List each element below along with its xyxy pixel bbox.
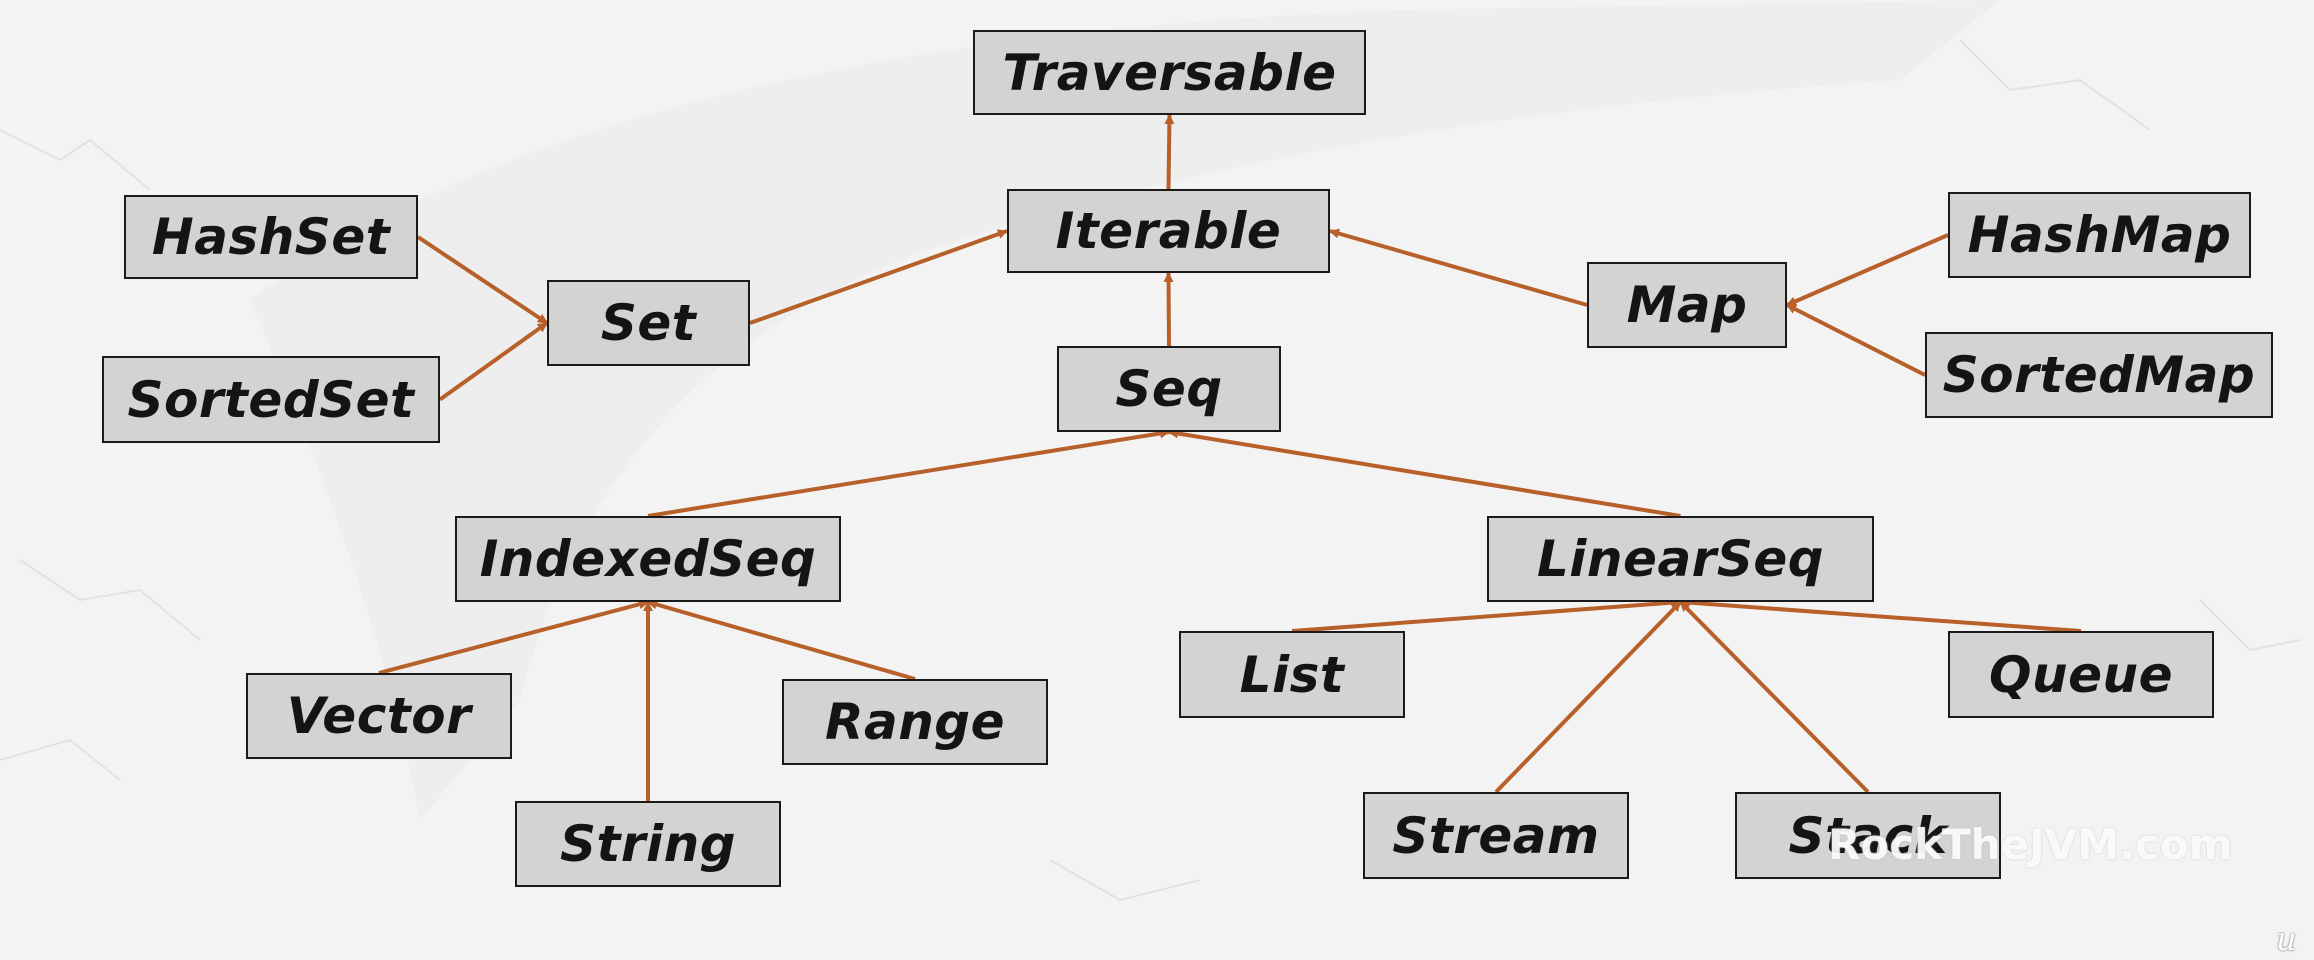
edge-set-to-iterable [749, 229, 1008, 325]
node-range: Range [782, 679, 1048, 765]
edge-sortedset-to-set [438, 321, 549, 402]
edge-list-to-linearseq [1291, 597, 1682, 633]
node-vector: Vector [246, 673, 512, 759]
node-indexedseq: IndexedSeq [455, 516, 841, 602]
node-hashset: HashSet [124, 195, 418, 279]
node-sortedmap: SortedMap [1925, 332, 2273, 418]
edge-sortedmap-to-map [1786, 303, 1926, 377]
edge-queue-to-linearseq [1679, 597, 2082, 633]
edge-hashset-to-set [416, 235, 549, 325]
node-set: Set [547, 280, 750, 366]
node-seq: Seq [1057, 346, 1281, 432]
edge-hashmap-to-map [1786, 233, 1949, 307]
watermark: RockTheJVM.com [1828, 820, 2233, 869]
edge-vector-to-indexedseq [378, 599, 649, 675]
edge-indexedseq-to-seq [647, 428, 1170, 518]
node-string: String [515, 801, 781, 887]
node-linearseq: LinearSeq [1487, 516, 1874, 602]
edge-stack-to-linearseq [1679, 600, 1870, 794]
edge-linearseq-to-seq [1168, 428, 1681, 518]
node-traversable: Traversable [973, 30, 1366, 115]
node-sortedset: SortedSet [102, 356, 440, 443]
edge-stream-to-linearseq [1494, 600, 1682, 794]
node-map: Map [1587, 262, 1787, 348]
node-list: List [1179, 631, 1405, 718]
node-stream: Stream [1363, 792, 1629, 879]
corner-logo: u [2276, 920, 2297, 958]
edge-map-to-iterable [1329, 228, 1588, 307]
node-stack: Stack [1735, 792, 2001, 879]
edge-iterable-to-traversable [1164, 114, 1175, 190]
node-hashmap: HashMap [1948, 192, 2251, 278]
edge-range-to-indexedseq [647, 599, 916, 681]
node-iterable: Iterable [1007, 189, 1330, 273]
edge-seq-to-iterable [1163, 272, 1174, 347]
node-queue: Queue [1948, 631, 2214, 718]
